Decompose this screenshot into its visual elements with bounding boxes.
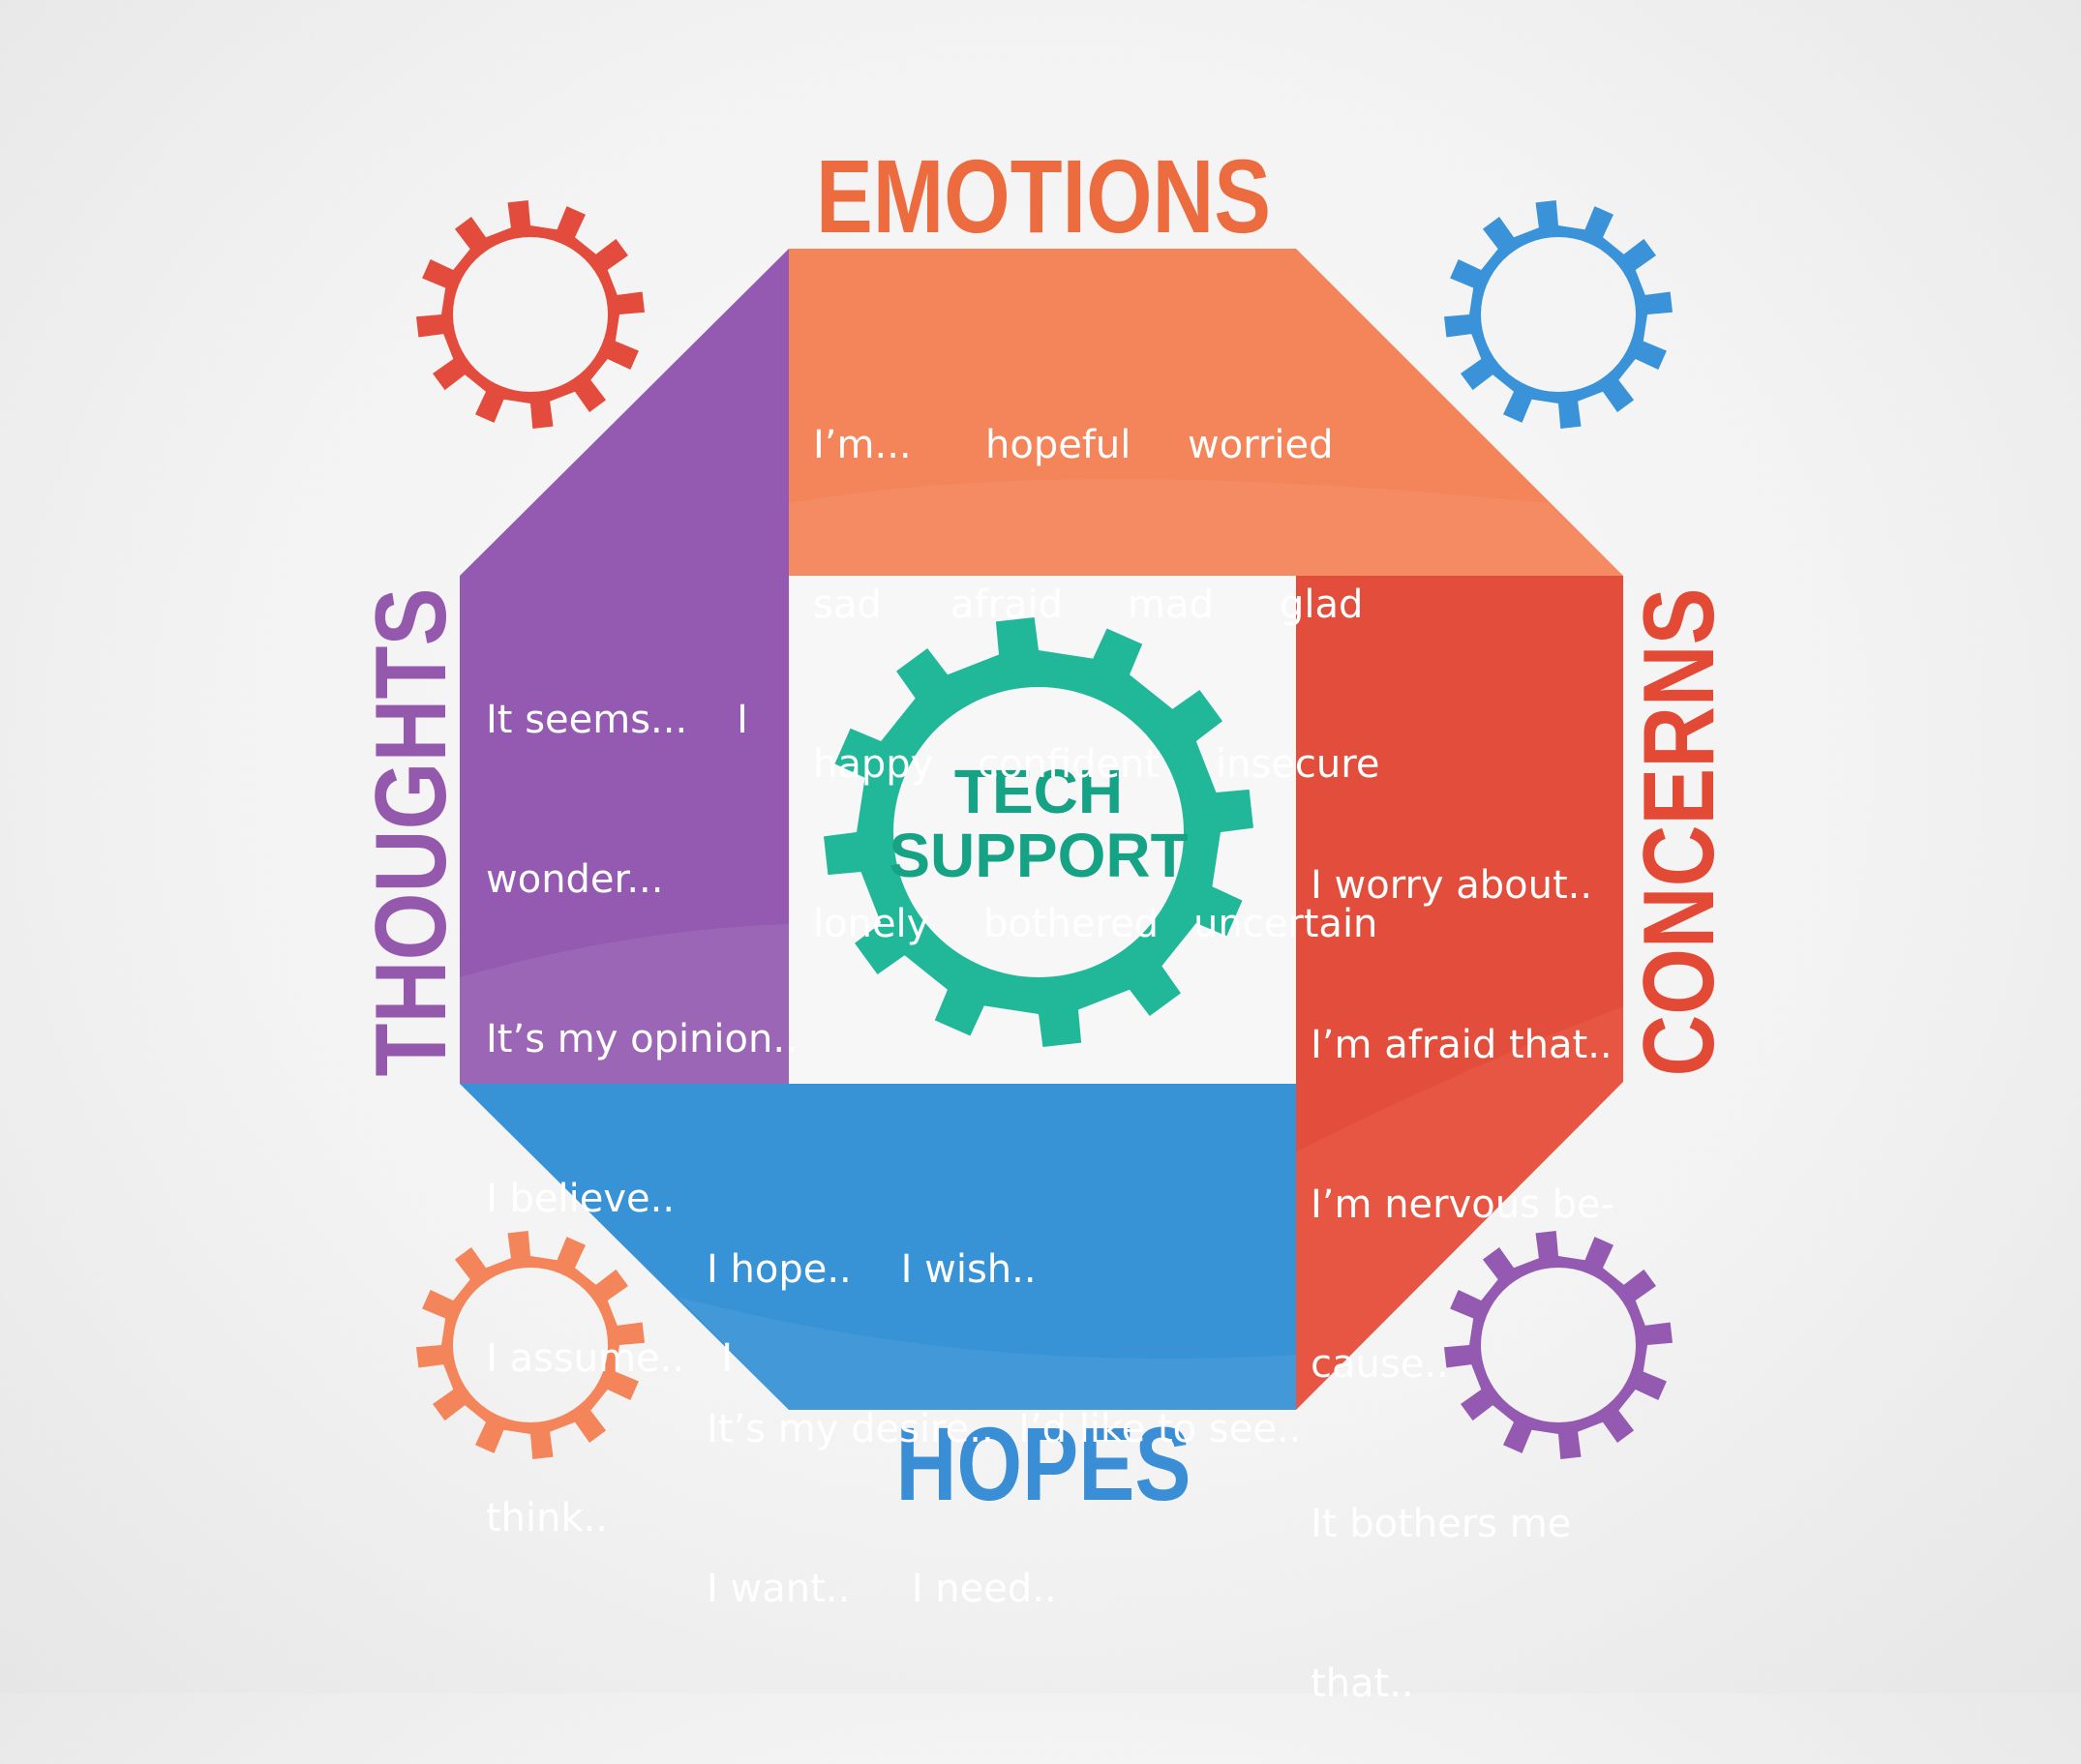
- top-left-gear-icon: [416, 200, 645, 429]
- emotions-row: I’m... hopeful worried: [813, 419, 1379, 472]
- concerns-text: I worry about.. I’m afraid that.. I’m ne…: [1311, 753, 1614, 1764]
- thoughts-line: I believe..: [486, 1177, 676, 1221]
- emotion-word: worried: [1188, 423, 1334, 467]
- thoughts-line: It seems... I: [486, 698, 748, 742]
- hopes-line: I hope.. I wish..: [707, 1247, 1037, 1292]
- emotion-word: insecure: [1216, 742, 1380, 787]
- thoughts-line: wonder...: [486, 857, 664, 902]
- concerns-title: CONCERNS: [1623, 588, 1735, 1077]
- emotion-word: sad: [813, 583, 882, 627]
- emotions-words: I’m... hopeful worried sad afraid mad gl…: [813, 313, 1379, 1004]
- emotions-panel: [789, 249, 1623, 576]
- thoughts-text: It seems... I wonder... It’s my opinion.…: [486, 587, 798, 1599]
- thoughts-panel: [460, 249, 789, 1084]
- emotion-word: glad: [1280, 583, 1364, 627]
- hopes-line: I want.. I need..: [707, 1567, 1057, 1611]
- emotions-row: happy confident insecure: [813, 738, 1379, 792]
- center-title-line2: SUPPORT: [889, 821, 1188, 890]
- emotion-word: hopeful: [985, 423, 1131, 467]
- emotions-gloss: [789, 479, 1623, 576]
- hopes-panel: [460, 1084, 1296, 1410]
- concerns-panel: [1296, 576, 1623, 1410]
- thoughts-title: THOUGHTS: [355, 588, 467, 1077]
- emotion-word: lonely: [813, 902, 930, 946]
- hopes-line: It’s my desire.. I’d like to see..: [707, 1407, 1302, 1451]
- concerns-line: I’m nervous be-: [1311, 1182, 1615, 1227]
- emotions-row: sad afraid mad glad: [813, 579, 1379, 632]
- concerns-line: I worry about..: [1311, 863, 1593, 908]
- concerns-line: that..: [1311, 1661, 1414, 1706]
- bottom-right-gear-icon: [1444, 1231, 1673, 1459]
- concerns-gloss: [1296, 1006, 1623, 1410]
- emotions-title: EMOTIONS: [816, 137, 1271, 254]
- emotion-word: uncertain: [1193, 902, 1378, 946]
- emotion-word: mad: [1128, 583, 1214, 627]
- hopes-title: HOPES: [896, 1405, 1191, 1522]
- emotions-row: lonely bothered uncertain: [813, 898, 1379, 951]
- hopes-text: I hope.. I wish.. It’s my desire.. I’d l…: [707, 1137, 1301, 1669]
- emotion-word: confident: [978, 742, 1161, 787]
- emotion-word: bothered: [983, 902, 1160, 946]
- top-right-gear-icon: [1444, 200, 1673, 429]
- concerns-line: It bothers me: [1311, 1502, 1572, 1546]
- thoughts-line: It’s my opinion..: [486, 1017, 798, 1061]
- thoughts-line: I assume.. I: [486, 1336, 733, 1381]
- bottom-left-gear-icon: [416, 1231, 645, 1459]
- center-gear-icon: [824, 617, 1253, 1047]
- emotion-word: happy: [813, 742, 934, 787]
- emotion-word: afraid: [950, 583, 1064, 627]
- emotion-word: I’m...: [813, 423, 912, 467]
- diagram-canvas: TECH SUPPORT EMOTIONS HOPES THOUGHTS CON…: [355, 137, 1735, 1522]
- center-title-line1: TECH: [954, 757, 1123, 826]
- thoughts-line: think..: [486, 1496, 609, 1540]
- hopes-gloss: [678, 1297, 1296, 1410]
- thoughts-gloss: [460, 924, 789, 1084]
- concerns-line: I’m afraid that..: [1311, 1023, 1613, 1067]
- concerns-line: cause..: [1311, 1342, 1449, 1387]
